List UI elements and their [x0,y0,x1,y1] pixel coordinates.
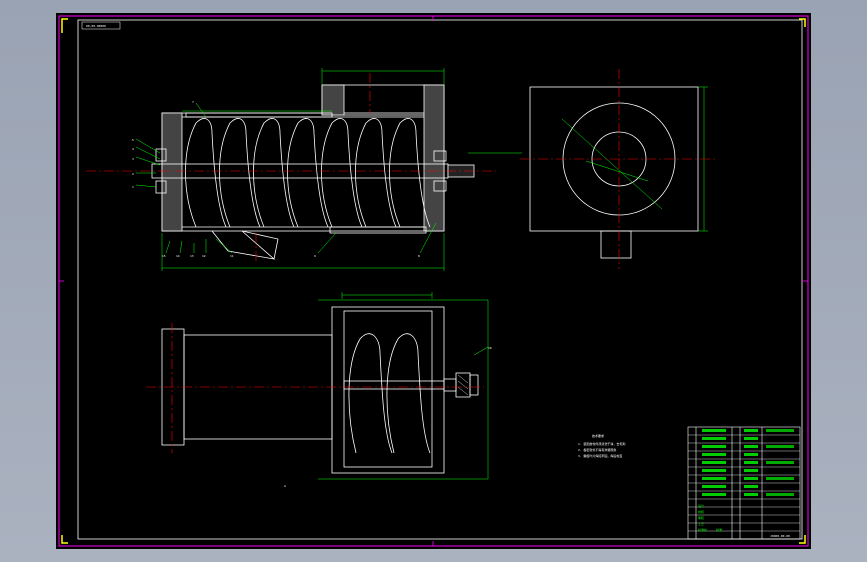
flight-front-2 [253,118,295,228]
title-cell-a-6 [702,477,726,480]
note-line-3: 3. 螺旋叶片焊接牢固，焊后校直 [578,453,622,458]
title-cell-a-7 [702,485,726,488]
callout-left-0: 5 [132,138,134,142]
flight-front-1 [219,118,261,228]
title-cell-b-8 [744,493,758,496]
title-cell-c-4 [766,461,794,464]
title-cell-a-4 [702,461,726,464]
sheet-tag-text: 00-00-00000 [86,24,106,28]
title-cell-a-2 [702,445,726,448]
title-block-labels: 设计 校核 审核 工艺 标准化 批准 [698,503,722,532]
title-cell-c-8 [766,493,794,496]
drawing-svg: 00-00-00000 [58,15,809,547]
callouts-front: 5 4 3 2 1 15 14 13 12 11 9 8 7 [132,100,420,258]
technical-notes: 技术要求 1. 装配前零件须清洗干净，去毛刺 2. 各密封处不得有渗漏现象 3.… [578,433,625,458]
title-cell-a-0 [702,429,726,432]
flight-front-4 [321,118,363,228]
side-view-centerlines [520,69,718,269]
flight-top-1 [386,333,431,454]
top-view-dimensions [318,292,489,480]
screw-flight-front [185,118,431,228]
flight-front-3 [287,118,329,228]
note-line-1: 1. 装配前零件须清洗干净，去毛刺 [578,441,625,446]
top-view-hatch [457,374,469,396]
title-cell-b-1 [744,437,758,440]
note-line-2: 2. 各密封处不得有渗漏现象 [578,447,616,452]
drawing-number: JX000-00-00 [770,534,790,538]
callout-bottom-0: 15 [162,254,166,258]
callout-bottom-7: 7 [192,100,194,104]
title-cell-b-7 [744,485,758,488]
tb-label-0: 设计 [698,503,704,508]
callout-bottom-1: 14 [176,254,180,258]
dimensions-front [135,68,522,271]
top-view [161,306,479,474]
flight-front-0 [185,118,227,228]
screw-flight-top [348,333,431,454]
callout-left-4: 1 [132,185,134,189]
view-a-label: A [284,484,286,488]
callout-left-1: 4 [132,147,134,151]
title-cell-b-3 [744,453,758,456]
callout-left-3: 2 [132,172,134,176]
title-cell-a-3 [702,453,726,456]
tb-label-5: 批准 [716,527,722,532]
notes-title: 技术要求 [592,433,604,438]
title-cell-b-6 [744,477,758,480]
title-cell-b-0 [744,429,758,432]
title-cell-b-4 [744,461,758,464]
callout-left-2: 3 [132,157,134,161]
title-cell-b-5 [744,469,758,472]
title-cell-c-2 [766,445,794,448]
title-block-cells [702,429,794,496]
flight-front-5 [355,118,397,228]
callout-bottom-5: 9 [314,254,316,258]
callout-bottom-6: 8 [418,254,420,258]
tb-label-4: 标准化 [698,527,707,532]
sheet-border [58,15,809,547]
title-cell-c-0 [766,429,794,432]
flight-top-0 [348,333,393,454]
callout-bottom-3: 12 [202,254,206,258]
title-cell-a-5 [702,469,726,472]
flight-front-6 [389,118,431,228]
title-cell-a-8 [702,493,726,496]
sheet-tag: 00-00-00000 [81,21,121,30]
callout-bottom-4: 11 [230,254,234,258]
tb-label-3: 工艺 [698,521,704,526]
drawing-canvas[interactable]: 00-00-00000 [56,13,811,549]
part-10-label: 10 [488,346,492,350]
title-cell-b-2 [744,445,758,448]
title-cell-a-1 [702,437,726,440]
tb-label-2: 审核 [698,515,704,520]
side-view [529,86,699,259]
tb-label-1: 校核 [698,509,704,514]
title-cell-c-6 [766,477,794,480]
centerlines-front [86,73,496,263]
top-view-centerlines [146,323,484,453]
title-block-rows [688,434,800,532]
callout-bottom-2: 13 [190,254,194,258]
